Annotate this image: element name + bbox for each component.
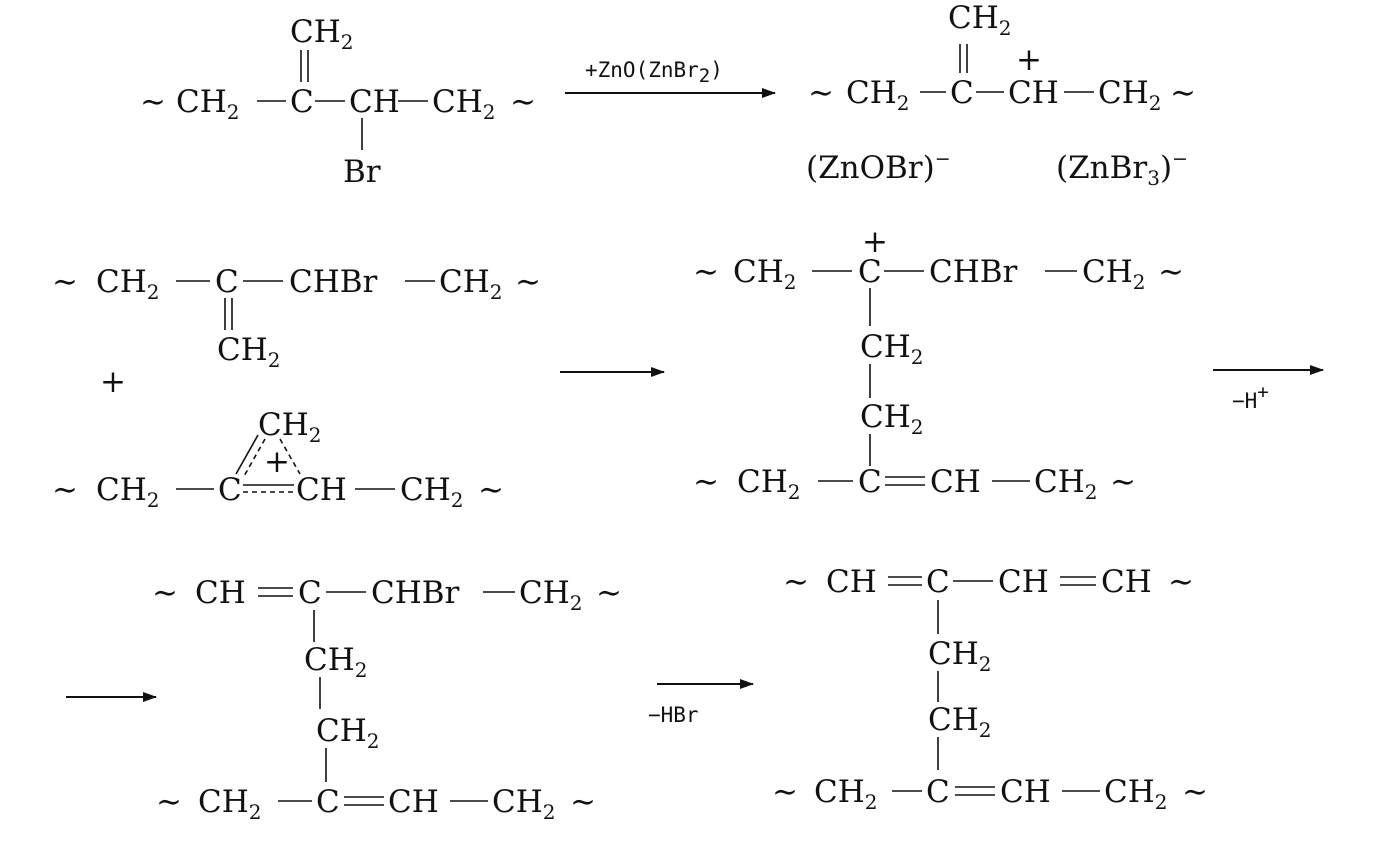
atom-chbr: CHBr [289,264,378,300]
atom-ch2: CH2 [519,575,583,615]
atom-chbr: CHBr [929,254,1018,290]
charge-plus: + [264,444,290,480]
reagent-minus-h-label: −H+ [1232,381,1269,413]
ring-bond-left-dashed [242,438,266,479]
charge-plus: + [862,224,888,260]
chain-tilde: ∼ [596,575,622,611]
atom-ch2: CH2 [439,264,503,304]
chain-tilde: ∼ [693,464,719,500]
reactant-cyclopropenyl-cation: CH2 + ∼ CH2 C CH CH2 ∼ [52,407,504,512]
chain-tilde: ∼ [156,784,182,820]
reactant-bromide-chain: ∼ CH2 C CH2 CHBr CH2 ∼ [52,264,541,372]
atom-ch: CH [195,575,246,611]
chain-tilde: ∼ [510,84,536,120]
atom-c: C [858,464,882,500]
plus-sign: + [100,364,126,400]
atom-ch2: CH2 [1098,75,1162,115]
atom-ch2: CH2 [176,84,240,124]
chain-tilde: ∼ [52,264,78,300]
reagent-minus-hbr-label: −HBr [648,703,699,727]
chain-tilde: ∼ [1182,774,1208,810]
atom-ch: CH [349,84,400,120]
atom-ch2: CH2 [814,774,878,814]
atom-ch2-top: CH2 [290,14,354,54]
atom-c: C [290,84,314,120]
ring-bond-right-dashed [279,438,301,475]
atom-ch2: CH2 [400,472,464,512]
counterion-zno-br: (ZnOBr)− [806,148,951,186]
atom-ch2: CH2 [1104,774,1168,814]
atom-ch2-bridge: CH2 [860,329,924,369]
chain-tilde: ∼ [808,75,834,111]
atom-c: C [218,472,242,508]
atom-ch: CH [826,564,877,600]
product-allyl-cation: ∼ CH2 C CH2 + CH CH2 ∼ (ZnOBr)− (ZnBr3)− [806,0,1196,190]
atom-ch: CH [388,784,439,820]
atom-c: C [298,575,322,611]
atom-ch2: CH2 [1082,254,1146,294]
atom-ch2: CH2 [492,784,556,824]
chain-tilde: ∼ [515,264,541,300]
atom-ch2-bridge: CH2 [316,713,380,753]
atom-ch2: CH2 [846,75,910,115]
atom-ch2-bridge: CH2 [928,702,992,742]
atom-ch: CH [1008,75,1059,111]
chain-tilde: ∼ [52,472,78,508]
intermediate-alkene: ∼ CH C CHBr CH2 ∼ CH2 CH2 ∼ CH2 C CH CH2… [152,575,622,824]
chain-tilde: ∼ [772,774,798,810]
intermediate-crosslinked-cation: ∼ CH2 + C CHBr CH2 ∼ CH2 CH2 ∼ CH2 C CH … [693,224,1184,504]
chain-tilde: ∼ [783,564,809,600]
atom-c: C [926,774,950,810]
atom-ch2: CH2 [198,784,262,824]
chain-tilde: ∼ [1158,254,1184,290]
atom-ch: CH [998,564,1049,600]
chain-tilde: ∼ [570,784,596,820]
atom-ch2-bridge: CH2 [860,399,924,439]
atom-ch2: CH2 [733,254,797,294]
atom-ch2: CH2 [737,464,801,504]
atom-ch: CH [296,472,347,508]
atom-ch2-bridge: CH2 [928,636,992,676]
chain-tilde: ∼ [140,84,166,120]
atom-br: Br [343,154,381,190]
reactant-bromide-polymer: ∼ CH2 C CH2 CH Br CH2 ∼ [140,14,536,190]
atom-ch: CH [1000,774,1051,810]
chain-tilde: ∼ [1110,464,1136,500]
atom-c: C [316,784,340,820]
arrow-minus-proton: −H+ [1213,365,1324,413]
chain-tilde: ∼ [1170,75,1196,111]
atom-c: C [215,264,239,300]
atom-ch2-bottom: CH2 [217,332,281,372]
atom-ch2: CH2 [432,84,496,124]
atom-ch2: CH2 [96,264,160,304]
atom-ch2-bridge: CH2 [304,642,368,682]
atom-ch2-top: CH2 [948,0,1012,40]
chain-tilde: ∼ [152,575,178,611]
atom-c: C [950,75,974,111]
chain-tilde: ∼ [478,472,504,508]
chain-tilde: ∼ [693,254,719,290]
atom-ch: CH [1101,564,1152,600]
charge-plus: + [1016,42,1042,78]
atom-chbr: CHBr [371,575,460,611]
atom-ch2-ring: CH2 [258,407,322,447]
atom-c: C [926,564,950,600]
chain-tilde: ∼ [1168,564,1194,600]
atom-ch: CH [930,464,981,500]
ring-bond-left [235,434,259,475]
counterion-znbr3: (ZnBr3)− [1056,148,1188,190]
arrow-minus-hbr: −HBr [648,679,754,727]
arrow-zno: +ZnO(ZnBr2) [565,58,776,98]
product-conjugated-crosslink: ∼ CH C CH CH ∼ CH2 CH2 ∼ CH2 C CH CH2 ∼ [772,564,1208,814]
atom-c: C [858,254,882,290]
atom-ch2: CH2 [96,472,160,512]
reagent-zno-label: +ZnO(ZnBr2) [585,58,723,87]
atom-ch2: CH2 [1034,464,1098,504]
